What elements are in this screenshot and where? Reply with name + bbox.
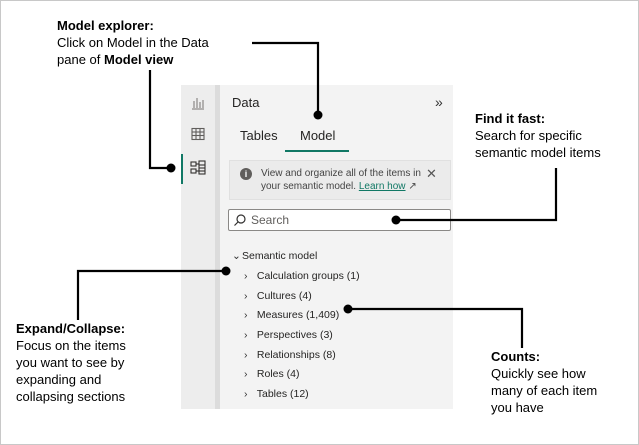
info-text: View and organize all of the items in yo… — [261, 167, 421, 193]
chevron-right-icon[interactable]: › — [244, 270, 248, 282]
tree-item-calculation-groups[interactable]: › Calculation groups (1) — [244, 270, 360, 282]
rail-divider — [215, 85, 220, 409]
connector-dot — [313, 110, 323, 120]
tree-item-label: Tables (12) — [256, 388, 309, 400]
chevron-right-icon[interactable]: › — [244, 329, 248, 341]
callout-title: Counts: — [491, 349, 541, 364]
callout-text-prefix: pane of — [57, 52, 104, 67]
external-link-icon[interactable]: ↗ — [408, 181, 417, 192]
model-view-icon[interactable] — [188, 158, 208, 178]
callout-model-explorer: Model explorer: Click on Model in the Da… — [57, 17, 209, 68]
tree-item-label: Perspectives (3) — [256, 329, 333, 341]
callout-text: Quickly see how — [491, 366, 586, 381]
tree-root-semantic-model[interactable]: ⌄Semantic model — [232, 250, 317, 262]
callout-text-bold: Model view — [104, 52, 174, 67]
connector-dot — [391, 215, 401, 225]
search-input[interactable] — [251, 212, 381, 228]
callout-text: Click on Model in the Data — [57, 35, 209, 50]
connector-model-view — [148, 70, 170, 170]
data-pane — [220, 85, 453, 409]
pane-title: Data — [232, 95, 260, 110]
tab-tables[interactable]: Tables — [240, 128, 278, 143]
report-view-icon[interactable] — [188, 93, 208, 113]
info-message: View and organize all of the items in yo… — [261, 168, 421, 192]
callout-counts: Counts: Quickly see how many of each ite… — [491, 348, 597, 416]
search-icon — [234, 214, 246, 226]
callout-text: many of each item — [491, 383, 598, 398]
chevron-right-icon[interactable]: › — [244, 349, 248, 361]
tree-item-relationships[interactable]: › Relationships (8) — [244, 349, 336, 361]
tree-item-measures[interactable]: › Measures (1,409) — [244, 309, 339, 321]
callout-title: Model explorer: — [57, 18, 154, 33]
callout-title: Expand/Collapse: — [16, 321, 126, 336]
tree-item-label: Relationships (8) — [256, 349, 336, 361]
chevron-right-icon[interactable]: › — [244, 388, 248, 400]
connector-counts — [348, 307, 524, 348]
callout-text: expanding and — [16, 372, 102, 387]
chevron-right-icon[interactable]: › — [244, 368, 248, 380]
connector-model-tab — [252, 41, 320, 115]
tree-item-label: Cultures (4) — [256, 290, 312, 302]
tree-root-label: Semantic model — [242, 250, 318, 262]
chevron-down-icon[interactable]: ⌄ — [232, 250, 241, 262]
active-view-indicator — [181, 154, 183, 184]
connector-dot — [343, 304, 353, 314]
callout-find-it-fast: Find it fast: Search for specific semant… — [475, 110, 601, 161]
callout-title: Find it fast: — [475, 111, 546, 126]
tree-item-tables[interactable]: › Tables (12) — [244, 388, 309, 400]
callout-text: Search for specific — [475, 128, 582, 143]
callout-text: Focus on the items — [16, 338, 126, 353]
tree-item-label: Roles (4) — [256, 368, 300, 380]
tree-item-perspectives[interactable]: › Perspectives (3) — [244, 329, 333, 341]
info-banner — [229, 160, 451, 200]
close-icon[interactable]: ✕ — [426, 166, 437, 181]
callout-text: pane of Model view — [57, 51, 209, 68]
double-chevron-right-icon[interactable]: » — [435, 94, 443, 110]
chevron-right-icon[interactable]: › — [244, 290, 248, 302]
tree-item-label: Measures (1,409) — [256, 309, 340, 321]
tree-item-roles[interactable]: › Roles (4) — [244, 368, 300, 380]
table-view-icon[interactable] — [188, 124, 208, 144]
tree-item-cultures[interactable]: › Cultures (4) — [244, 290, 312, 302]
callout-text: collapsing sections — [16, 389, 126, 404]
callout-text: you want to see by — [16, 355, 125, 370]
callout-text: semantic model items — [475, 145, 601, 160]
tab-model[interactable]: Model — [300, 128, 336, 143]
callout-expand-collapse: Expand/Collapse: Focus on the items you … — [16, 320, 126, 405]
tree-item-label: Calculation groups (1) — [256, 270, 360, 282]
info-icon: i — [240, 168, 252, 180]
learn-how-link[interactable]: Learn how — [358, 181, 406, 192]
connector-dot — [166, 163, 176, 173]
active-tab-underline — [285, 150, 349, 152]
connector-expand — [76, 269, 224, 320]
connector-dot — [221, 266, 231, 276]
chevron-right-icon[interactable]: › — [244, 309, 248, 321]
connector-search — [396, 168, 558, 222]
callout-text: you have — [491, 400, 544, 415]
